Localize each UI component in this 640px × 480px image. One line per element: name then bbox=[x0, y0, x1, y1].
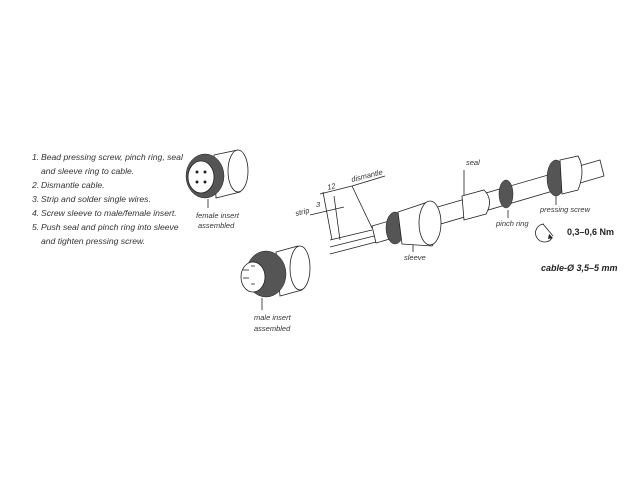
female-insert-label-1: female insert bbox=[196, 211, 240, 220]
female-insert-drawing bbox=[185, 149, 249, 199]
dimension-lines bbox=[309, 170, 557, 252]
male-insert-label-2: assembled bbox=[254, 324, 291, 333]
instruction-4-line-1: Screw sleeve to male/female insert. bbox=[41, 208, 177, 218]
instruction-2-num: 2. bbox=[31, 180, 39, 190]
female-insert-label-2: assembled bbox=[198, 221, 235, 230]
instruction-5-line-1: Push seal and pinch ring into sleeve bbox=[41, 222, 179, 232]
instruction-4-num: 4. bbox=[32, 208, 39, 218]
pinch-ring-label: pinch ring bbox=[495, 219, 529, 228]
male-insert-drawing bbox=[240, 245, 311, 298]
pressing-screw-label: pressing screw bbox=[539, 205, 591, 214]
instruction-5-line-2: and tighten pressing screw. bbox=[41, 236, 145, 246]
torque-label: 0,3–0,6 Nm bbox=[567, 227, 614, 237]
instruction-1-line-2: and sleeve ring to cable. bbox=[41, 166, 134, 176]
instruction-3-line-1: Strip and solder single wires. bbox=[41, 194, 151, 204]
cable-assembly-drawing bbox=[329, 155, 605, 255]
instruction-1-num: 1. bbox=[32, 152, 39, 162]
instruction-2-line-1: Dismantle cable. bbox=[41, 180, 105, 190]
instructions-list: 1. Bead pressing screw, pinch ring, seal… bbox=[31, 152, 184, 246]
strip-label: strip bbox=[294, 206, 310, 218]
cable-diameter-label: cable-Ø 3,5–5 mm bbox=[541, 263, 618, 273]
sleeve-label: sleeve bbox=[404, 253, 426, 262]
dim-3-label: 3 bbox=[316, 200, 321, 209]
instruction-3-num: 3. bbox=[32, 194, 39, 204]
wrench-torque-icon bbox=[535, 223, 554, 243]
seal-label: seal bbox=[466, 158, 480, 167]
instruction-5-num: 5. bbox=[32, 222, 39, 232]
male-insert-label-1: male insert bbox=[254, 313, 292, 322]
dim-12-label: 12 bbox=[326, 181, 337, 192]
instruction-1-line-1: Bead pressing screw, pinch ring, seal bbox=[41, 152, 184, 162]
